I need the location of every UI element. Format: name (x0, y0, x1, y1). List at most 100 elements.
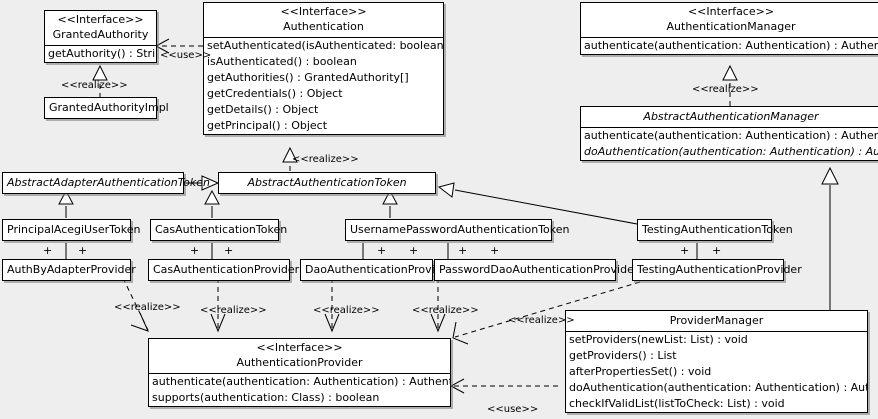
multiplicity-plus: + (78, 244, 88, 257)
class-testing-authentication-provider[interactable]: TestingAuthenticationProvider (632, 259, 802, 281)
label-realize-password-dao-provider: <<realize>> (412, 305, 479, 316)
operations-compartment: authenticate(authentication: Authenticat… (581, 38, 878, 54)
stereotype-label: <<Interface>> (57, 13, 144, 26)
operation: isAuthenticated() : boolean (207, 55, 357, 68)
operations-compartment: authenticate(authentication: Authenticat… (149, 374, 450, 406)
class-authentication-manager[interactable]: <<Interface>> AuthenticationManager auth… (580, 2, 878, 55)
class-header: AbstractAuthenticationToken (219, 173, 435, 193)
operations-compartment: getAuthority() : String (45, 46, 156, 62)
class-name: AuthenticationProvider (236, 356, 363, 369)
class-abstract-adapter-authentication-token[interactable]: AbstractAdapterAuthenticationToken (2, 172, 210, 194)
class-name: AuthenticationManager (666, 20, 796, 33)
multiplicity-plus: + (43, 244, 53, 257)
label-realize-granted-authority-impl: <<realize>> (61, 80, 128, 91)
operation: getProviders() : List (569, 349, 677, 362)
stereotype-label: <<Interface>> (256, 341, 343, 354)
class-header: DaoAuthenticationProvider (301, 260, 453, 280)
class-username-password-authentication-token[interactable]: UsernamePasswordAuthenticationToken (345, 219, 570, 241)
class-name: PasswordDaoAuthenticationProvider (439, 263, 639, 276)
class-header: PasswordDaoAuthenticationProvider (435, 260, 639, 280)
operation: setAuthenticated(isAuthenticated: boolea… (207, 39, 443, 52)
class-header: <<Interface>> AuthenticationManager (581, 3, 878, 37)
class-header: <<Interface>> GrantedAuthority (45, 11, 156, 45)
class-name: PrincipalAcegiUserToken (7, 223, 141, 236)
label-realize-dao-provider: <<realize>> (313, 305, 380, 316)
label-realize-auth-by-adapter: <<realize>> (114, 302, 181, 313)
divider (45, 45, 156, 46)
divider (581, 37, 878, 38)
class-granted-authority[interactable]: <<Interface>> GrantedAuthority getAuthor… (44, 10, 157, 63)
class-provider-manager[interactable]: ProviderManager setProviders(newList: Li… (565, 310, 868, 413)
class-dao-authentication-provider[interactable]: DaoAuthenticationProvider (300, 259, 453, 281)
class-header: ProviderManager (566, 311, 867, 331)
class-header: TestingAuthenticationProvider (633, 260, 802, 280)
class-cas-authentication-token[interactable]: CasAuthenticationToken (150, 219, 287, 241)
operation: afterPropertiesSet() : void (569, 365, 712, 378)
operation: checkIfValidList(listToCheck: List) : vo… (569, 397, 785, 410)
divider (566, 331, 867, 332)
operation: getCredentials() : Object (207, 87, 343, 100)
class-header: AbstractAuthenticationManager (581, 107, 878, 127)
class-testing-authentication-token[interactable]: TestingAuthenticationToken (637, 219, 793, 241)
operation: setProviders(newList: List) : void (569, 333, 748, 346)
label-use-provider-manager: <<use>> (487, 404, 539, 415)
operation: authenticate(authentication: Authenticat… (584, 129, 878, 142)
stereotype-label: <<Interface>> (687, 5, 775, 18)
class-password-dao-authentication-provider[interactable]: PasswordDaoAuthenticationProvider (434, 259, 639, 281)
class-name: TestingAuthenticationToken (642, 223, 793, 236)
multiplicity-plus: + (224, 244, 234, 257)
class-cas-authentication-provider[interactable]: CasAuthenticationProvider (148, 259, 300, 281)
operation: doAuthentication(authentication: Authent… (584, 145, 878, 158)
class-name: GrantedAuthorityImpl (49, 101, 169, 114)
operations-compartment: setProviders(newList: List) : void getPr… (566, 332, 867, 412)
multiplicity-plus: + (458, 244, 468, 257)
class-name: AbstractAuthenticationToken (247, 176, 407, 189)
operation: supports(authentication: Class) : boolea… (152, 391, 380, 404)
divider (581, 127, 878, 128)
multiplicity-plus: + (712, 244, 722, 257)
multiplicity-plus: + (490, 244, 500, 257)
class-authentication-provider[interactable]: <<Interface>> AuthenticationProvider aut… (148, 338, 451, 407)
label-realize-abstract-authentication-manager: <<realize>> (692, 84, 759, 95)
operation: doAuthentication(authentication: Authent… (569, 381, 867, 394)
label-realize-testing-provider: <<realize>> (508, 315, 575, 326)
class-header: PrincipalAcegiUserToken (3, 220, 141, 240)
class-auth-by-adapter-provider[interactable]: AuthByAdapterProvider (2, 259, 136, 281)
operation: getDetails() : Object (207, 103, 319, 116)
divider (204, 37, 443, 38)
operation: getAuthorities() : GrantedAuthority[] (207, 71, 409, 84)
class-name: AuthByAdapterProvider (7, 263, 136, 276)
class-name: Authentication (283, 20, 364, 33)
operation: getAuthority() : String (48, 47, 156, 60)
class-abstract-authentication-token[interactable]: AbstractAuthenticationToken (218, 172, 436, 194)
multiplicity-plus: + (377, 244, 387, 257)
class-header: CasAuthenticationToken (151, 220, 287, 240)
class-name: AbstractAuthenticationManager (643, 110, 819, 123)
multiplicity-plus: + (409, 244, 419, 257)
class-name: UsernamePasswordAuthenticationToken (350, 223, 570, 236)
label-use-granted-authority: <<use>> (160, 50, 212, 61)
class-authentication[interactable]: <<Interface>> Authentication setAuthenti… (203, 2, 444, 135)
label-realize-abstract-authentication-token: <<realize>> (292, 154, 359, 165)
operation: getPrincipal() : Object (207, 119, 328, 132)
class-name: ProviderManager (669, 314, 764, 327)
class-header: CasAuthenticationProvider (149, 260, 300, 280)
class-header: UsernamePasswordAuthenticationToken (346, 220, 570, 240)
multiplicity-plus: + (680, 244, 690, 257)
class-principal-acegi-user-token[interactable]: PrincipalAcegiUserToken (2, 219, 141, 241)
class-granted-authority-impl[interactable]: GrantedAuthorityImpl (44, 97, 169, 119)
class-abstract-authentication-manager[interactable]: AbstractAuthenticationManager authentica… (580, 106, 878, 161)
class-header: <<Interface>> AuthenticationProvider (149, 339, 450, 373)
operations-compartment: authenticate(authentication: Authenticat… (581, 128, 878, 160)
divider (149, 373, 450, 374)
stereotype-label: <<Interface>> (280, 5, 367, 18)
class-header: GrantedAuthorityImpl (45, 98, 169, 118)
class-name: GrantedAuthority (52, 28, 149, 41)
class-name: CasAuthenticationProvider (153, 263, 300, 276)
operation: authenticate(authentication: Authenticat… (152, 375, 450, 388)
label-realize-cas-provider: <<realize>> (200, 305, 267, 316)
class-header: <<Interface>> Authentication (204, 3, 443, 37)
operations-compartment: setAuthenticated(isAuthenticated: boolea… (204, 38, 443, 134)
